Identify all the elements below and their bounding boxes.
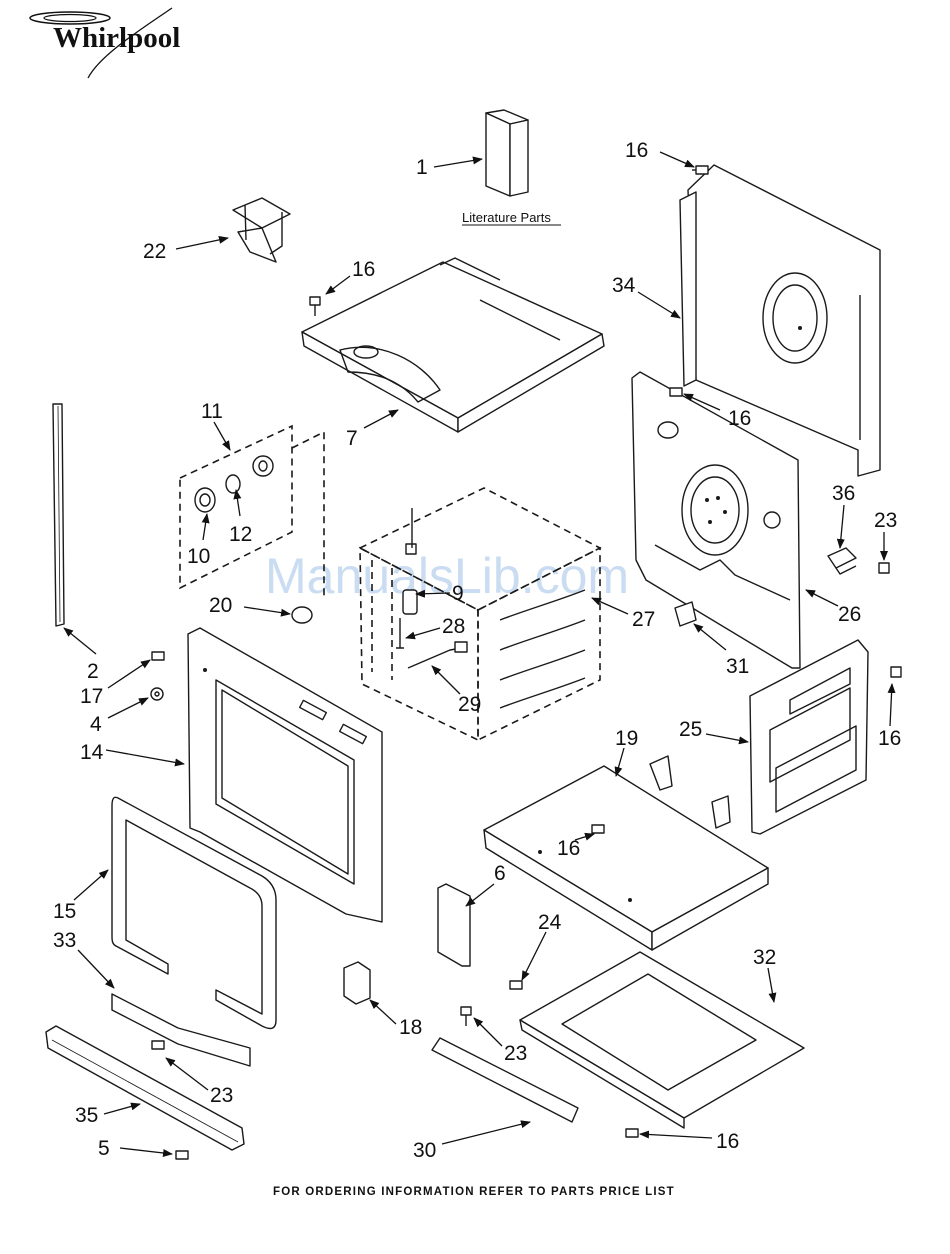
callout-27: 27 [632,608,655,631]
callout-16: 16 [716,1130,739,1153]
callout-20: 20 [209,594,232,617]
part-19-bottom-tray [484,756,768,950]
footer-note: FOR ORDERING INFORMATION REFER TO PARTS … [273,1186,675,1198]
screw-icon [592,825,604,833]
callout-9: 9 [452,582,464,605]
literature-parts-label: Literature Parts [462,210,551,225]
screw-icon [879,563,889,573]
callout-19: 19 [615,727,638,750]
callout-16: 16 [557,837,580,860]
brand-name: Whirlpool [53,22,180,54]
callout-5: 5 [98,1137,110,1160]
callout-15: 15 [53,900,76,923]
part-25-side-panel [750,640,868,834]
callout-12: 12 [229,523,252,546]
callout-32: 32 [753,946,776,969]
callout-10: 10 [187,545,210,568]
callout-25: 25 [679,718,702,741]
callout-24: 24 [538,911,562,934]
callout-16: 16 [728,407,751,430]
callout-31: 31 [726,655,749,678]
callout-16: 16 [625,139,648,162]
part-26-rear-wall [632,372,800,668]
washer-icon [151,688,163,700]
literature-part-1: Literature Parts [462,110,561,225]
part-36-clip [828,548,856,574]
callout-4: 4 [90,713,102,736]
callout-36: 36 [832,482,855,505]
callout-26: 26 [838,603,861,626]
screw-icon [310,297,320,316]
part-18-bracket [344,962,370,1004]
callout-1: 1 [416,156,428,179]
callout-6: 6 [494,862,506,885]
callout-11: 11 [201,400,223,423]
callout-30: 30 [413,1139,436,1162]
screw-icon [152,652,164,660]
part-20-plug [292,607,312,623]
part-10-knob [195,488,215,512]
callout-34: 34 [612,274,636,297]
screw-icon [670,388,682,396]
screw-icon [461,1007,471,1026]
part-31-switch [675,602,696,626]
callout-17: 17 [80,685,103,708]
part-6-bracket [438,884,470,966]
part-7-top-panel [302,258,604,432]
part-33-bracket [112,994,250,1066]
callout-23: 23 [210,1084,233,1107]
callout-33: 33 [53,929,76,952]
part-22-bracket [233,198,290,262]
watermark-text: ManualsLib.com [265,548,629,604]
callout-18: 18 [399,1016,422,1039]
callout-7: 7 [346,427,358,450]
callout-22: 22 [143,240,166,263]
callout-35: 35 [75,1104,98,1127]
callout-16: 16 [878,727,901,750]
whirlpool-logo: Whirlpool [30,8,180,78]
screw-icon [692,166,708,174]
screw-icon [891,667,901,677]
callout-23: 23 [504,1042,527,1065]
callout-28: 28 [442,615,465,638]
callout-14: 14 [80,741,104,764]
callout-23: 23 [874,509,897,532]
callout-16: 16 [352,258,375,281]
screw-icon [510,981,522,989]
callout-29: 29 [458,693,481,716]
screw-icon [626,1129,638,1137]
logo-swirl-inner-icon [44,15,96,22]
part-2-strip [53,404,64,626]
screw-icon [176,1151,188,1159]
callout-2: 2 [87,660,99,683]
part-14-front-frame [188,628,382,922]
screw-icon [152,1041,164,1049]
